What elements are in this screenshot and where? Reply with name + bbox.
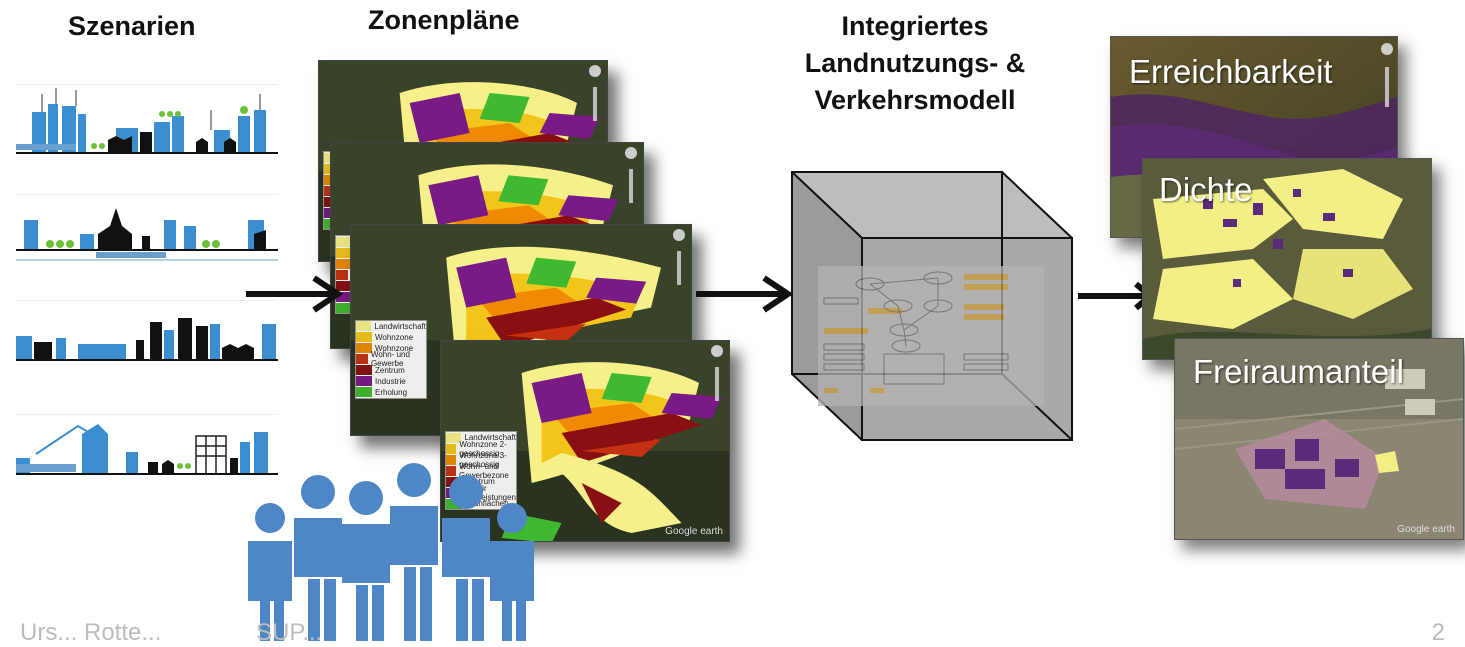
legend-swatch [336, 280, 352, 291]
map-legend-item: Wohn- und Gewerbezone [446, 462, 516, 480]
legend-swatch [446, 443, 457, 454]
scenario-skyline-2 [16, 193, 278, 264]
legend-swatch [356, 321, 372, 331]
google-earth-watermark: Google earth [1397, 524, 1455, 535]
footer-author: Urs... Rotte... [20, 619, 162, 646]
legend-label: Industrie [375, 376, 406, 386]
legend-swatch [336, 258, 352, 269]
map-legend-item: Zentrum [356, 365, 426, 376]
legend-label: Wohnzone [375, 343, 414, 353]
arrow-right-icon [696, 275, 794, 313]
legend-swatch [356, 343, 372, 353]
legend-label: Zentrum [375, 365, 405, 375]
map-legend-item: Wohnzone [356, 343, 426, 354]
model-title-line3: Verkehrsmodell [814, 85, 1016, 115]
stakeholders-group-icon [248, 463, 534, 641]
map-legend-item: Erholung [356, 387, 426, 398]
legend-label: Wohnzone 3-geschossig [459, 450, 507, 469]
output-label-accessibility: Erreichbarkeit [1129, 53, 1333, 90]
legend-swatch [446, 454, 457, 465]
map-legend-item: Wohnzone 2-geschossig [446, 440, 516, 458]
legend-swatch [336, 269, 348, 280]
map-legend-item: Wohnzone [356, 332, 426, 343]
scenario-skyline-4 [16, 413, 278, 484]
map-legend-item: Landwirtschaft [446, 432, 516, 443]
map-legend-item: Wohnzone 3-geschossig [446, 451, 516, 469]
scenario-skyline-1 [16, 83, 278, 154]
model-cube [791, 171, 1073, 441]
legend-swatch [356, 354, 368, 364]
legend-swatch [336, 291, 352, 302]
footer-middle: SUP... [256, 619, 323, 646]
legend-label: Erholung [375, 387, 408, 397]
legend-swatch [446, 432, 462, 443]
legend-swatch [324, 185, 336, 196]
zoning-plans-title: Zonenpläne [368, 5, 520, 35]
google-earth-watermark: Google earth [665, 526, 723, 537]
map-legend-item: Industrie [356, 376, 426, 387]
scenarios-title: Szenarien [68, 11, 196, 41]
model-title: Integriertes Landnutzungs- & Verkehrsmod… [780, 8, 1050, 119]
output-label-density: Dichte [1159, 171, 1253, 208]
footer-page-number: 2 [1431, 619, 1445, 646]
legend-label: Zentrum [465, 477, 495, 486]
output-map-density: Dichte [1142, 158, 1432, 360]
legend-swatch [336, 236, 352, 247]
arrow-right-icon [246, 275, 344, 313]
legend-swatch [336, 247, 352, 258]
legend-label: Landwirtschaft [464, 433, 516, 442]
legend-swatch [356, 376, 372, 386]
legend-swatch [336, 302, 352, 313]
scenario-skyline-3 [16, 299, 278, 370]
legend-label: Landwirtschaft [374, 321, 426, 331]
legend-swatch [356, 332, 372, 342]
map-legend-item: Landwirtschaft [356, 321, 426, 332]
legend-swatch [356, 365, 372, 375]
legend-label: Grünflächen [465, 499, 509, 508]
map-legend-item: Wohn- und Gewerbe [356, 350, 426, 368]
legend-label: Wohn- und Gewerbe [370, 350, 410, 368]
legend-label: Wohn- und Gewerbezone [459, 461, 509, 480]
model-title-line2: Landnutzungs- & [804, 48, 1026, 78]
legend-swatch [446, 465, 457, 476]
model-title-line1: Integriertes [841, 11, 989, 41]
legend-swatch [356, 387, 372, 397]
output-label-open-space: Freiraumanteil [1193, 353, 1404, 390]
legend-label: Wohnzone [375, 332, 414, 342]
output-map-open-space: Freiraumanteil Google earth [1174, 338, 1464, 540]
legend-label: Wohnzone 2-geschossig [459, 439, 507, 458]
